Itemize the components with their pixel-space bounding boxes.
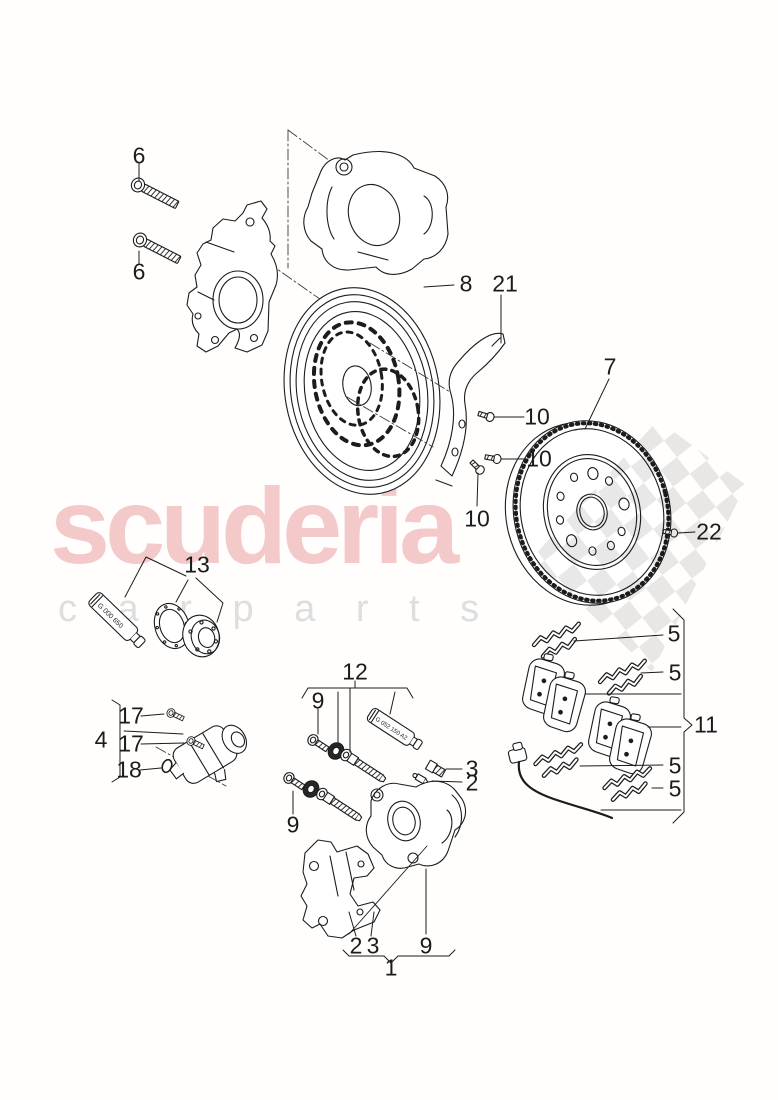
parking-brake-motor-drawing: [169, 724, 248, 784]
callout-13: 13: [184, 551, 210, 578]
seal-ring-drawing: [153, 602, 191, 650]
pad-clip-5a-drawing: [533, 624, 581, 657]
callout-6-upper: 6: [132, 142, 146, 169]
brake-pad-pair2-drawing: [586, 693, 656, 777]
callout-17a: 17: [118, 702, 144, 729]
callout-9c: 9: [419, 932, 433, 959]
callout-9b: 9: [286, 811, 300, 838]
pad-clip-5b-drawing: [599, 661, 647, 694]
callout-7: 7: [603, 353, 617, 380]
callout-9a: 9: [311, 687, 325, 714]
caliper-housing-bottom-drawing: [365, 780, 467, 869]
screw-10b-drawing: [483, 451, 503, 465]
callout-10c: 10: [464, 505, 490, 532]
callout-5a: 5: [667, 620, 681, 647]
callout-2: 2: [465, 769, 479, 796]
construction-lines-shield: [346, 342, 461, 448]
callout-18: 18: [116, 756, 142, 783]
callout-1: 1: [384, 954, 398, 981]
guide-pin-b-drawing: [313, 785, 365, 825]
bleeder-cap-3-drawing: [424, 759, 447, 778]
callout-10a: 10: [524, 403, 550, 430]
callout-22: 22: [696, 518, 722, 545]
brake-disc-drawing: [504, 420, 672, 606]
callout-5c: 5: [668, 752, 682, 779]
guide-screw-9b-drawing: [281, 770, 307, 793]
callout-8: 8: [459, 270, 473, 297]
screw-17a-drawing: [165, 706, 186, 724]
wear-sensor-drawing: [507, 741, 614, 820]
steering-knuckle-drawing: [186, 200, 278, 353]
callout-5b: 5: [668, 659, 682, 686]
callout-11: 11: [694, 711, 718, 738]
callout-3-bottom: 3: [366, 932, 380, 959]
guide-pin-a-drawing: [337, 746, 389, 786]
callout-12: 12: [342, 658, 368, 685]
bolt-6-upper-drawing: [128, 175, 181, 212]
callout-4: 4: [94, 726, 108, 753]
screw-10a-drawing: [476, 408, 496, 424]
caliper-carrier-drawing: [300, 839, 381, 939]
callout-3: 3: [465, 755, 479, 782]
callout-6-lower: 6: [132, 258, 146, 285]
splash-shield-drawing: [283, 287, 441, 495]
pad-clip-5c-drawing: [535, 744, 582, 776]
grease-tube-13-drawing: G 000 650: [88, 592, 146, 649]
guide-screw-9a-drawing: [305, 732, 331, 755]
screw-10c-drawing: [467, 457, 487, 477]
grease-tube-12-drawing: G 052 150 A2: [366, 707, 423, 750]
callout-2-bottom: 2: [349, 932, 363, 959]
caliper-housing-top-drawing: [303, 151, 449, 275]
wheel-hub-drawing: [182, 614, 221, 658]
pad-clip-5d-drawing: [604, 768, 651, 800]
brake-pad-pair1-drawing: [520, 650, 590, 735]
o-ring-18-drawing: [161, 758, 173, 774]
callout-21: 21: [492, 270, 518, 297]
callout-17b: 17: [118, 730, 144, 757]
retaining-bracket-drawing: [435, 332, 506, 487]
callout-5d: 5: [668, 775, 682, 802]
callout-10b: 10: [526, 445, 552, 472]
